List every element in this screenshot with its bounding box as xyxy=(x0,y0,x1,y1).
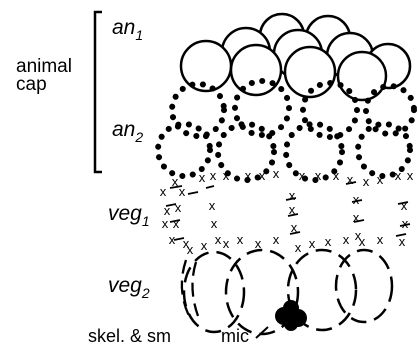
micromere-cell xyxy=(283,300,299,316)
animal-cap-label-line2: cap xyxy=(16,74,47,95)
svg-text:x: x xyxy=(209,198,216,213)
an1-cell xyxy=(338,52,386,100)
svg-text:x: x xyxy=(353,192,360,207)
svg-text:x: x xyxy=(169,232,176,247)
svg-text:x: x xyxy=(343,232,350,247)
svg-text:x: x xyxy=(377,172,384,187)
svg-text:x: x xyxy=(401,198,408,213)
svg-text:x: x xyxy=(295,240,302,255)
an2-label: an2 xyxy=(112,118,143,145)
svg-text:x: x xyxy=(363,174,370,189)
svg-text:x: x xyxy=(309,236,316,251)
svg-text:x: x xyxy=(223,168,230,183)
svg-text:x: x xyxy=(259,168,266,183)
svg-text:x: x xyxy=(179,184,186,199)
svg-text:x: x xyxy=(210,168,217,183)
svg-text:x: x xyxy=(407,168,414,183)
animal-cap-bracket xyxy=(95,12,102,172)
veg2-label: veg2 xyxy=(108,274,150,301)
svg-text:x: x xyxy=(160,184,167,199)
svg-text:x: x xyxy=(199,170,206,185)
svg-text:x: x xyxy=(291,220,298,235)
svg-text:x: x xyxy=(255,236,262,251)
svg-text:x: x xyxy=(175,200,182,215)
veg2-cell xyxy=(336,250,392,322)
svg-text:x: x xyxy=(211,216,218,231)
svg-text:x: x xyxy=(289,188,296,203)
svg-text:x: x xyxy=(187,242,194,257)
svg-text:x: x xyxy=(172,174,179,189)
svg-text:x: x xyxy=(395,168,402,183)
svg-text:x: x xyxy=(237,232,244,247)
svg-text:x: x xyxy=(273,232,280,247)
veg1-label: veg1 xyxy=(108,202,150,229)
svg-text:x: x xyxy=(299,168,306,183)
svg-text:x: x xyxy=(399,234,406,249)
an1-cell xyxy=(231,45,281,95)
svg-text:x: x xyxy=(402,216,409,231)
svg-text:x: x xyxy=(289,202,296,217)
svg-text:x: x xyxy=(347,172,354,187)
svg-text:x: x xyxy=(223,236,230,251)
micromere-cluster xyxy=(275,300,307,331)
micromere-cell xyxy=(284,317,298,331)
svg-text:x: x xyxy=(201,238,208,253)
svg-text:x: x xyxy=(333,168,340,183)
svg-text:x: x xyxy=(359,234,366,249)
svg-text:x: x xyxy=(215,232,222,247)
skel-sm-label: skel. & sm xyxy=(88,326,171,346)
svg-text:x: x xyxy=(353,210,360,225)
svg-text:x: x xyxy=(162,216,169,231)
svg-text:x: x xyxy=(325,234,332,249)
svg-text:x: x xyxy=(315,168,322,183)
svg-text:x: x xyxy=(273,166,280,181)
svg-text:x: x xyxy=(173,216,180,231)
svg-text:x: x xyxy=(377,232,384,247)
an1-label: an1 xyxy=(112,16,143,43)
svg-text:x: x xyxy=(245,168,252,183)
